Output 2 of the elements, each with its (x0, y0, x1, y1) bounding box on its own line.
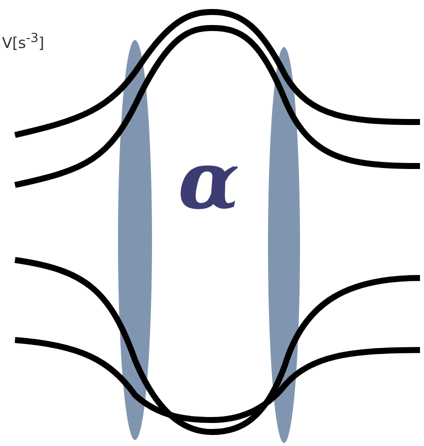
unit-label: V[s$^{-3}$] (2, 30, 44, 52)
greek-letter-label: α (178, 140, 240, 220)
